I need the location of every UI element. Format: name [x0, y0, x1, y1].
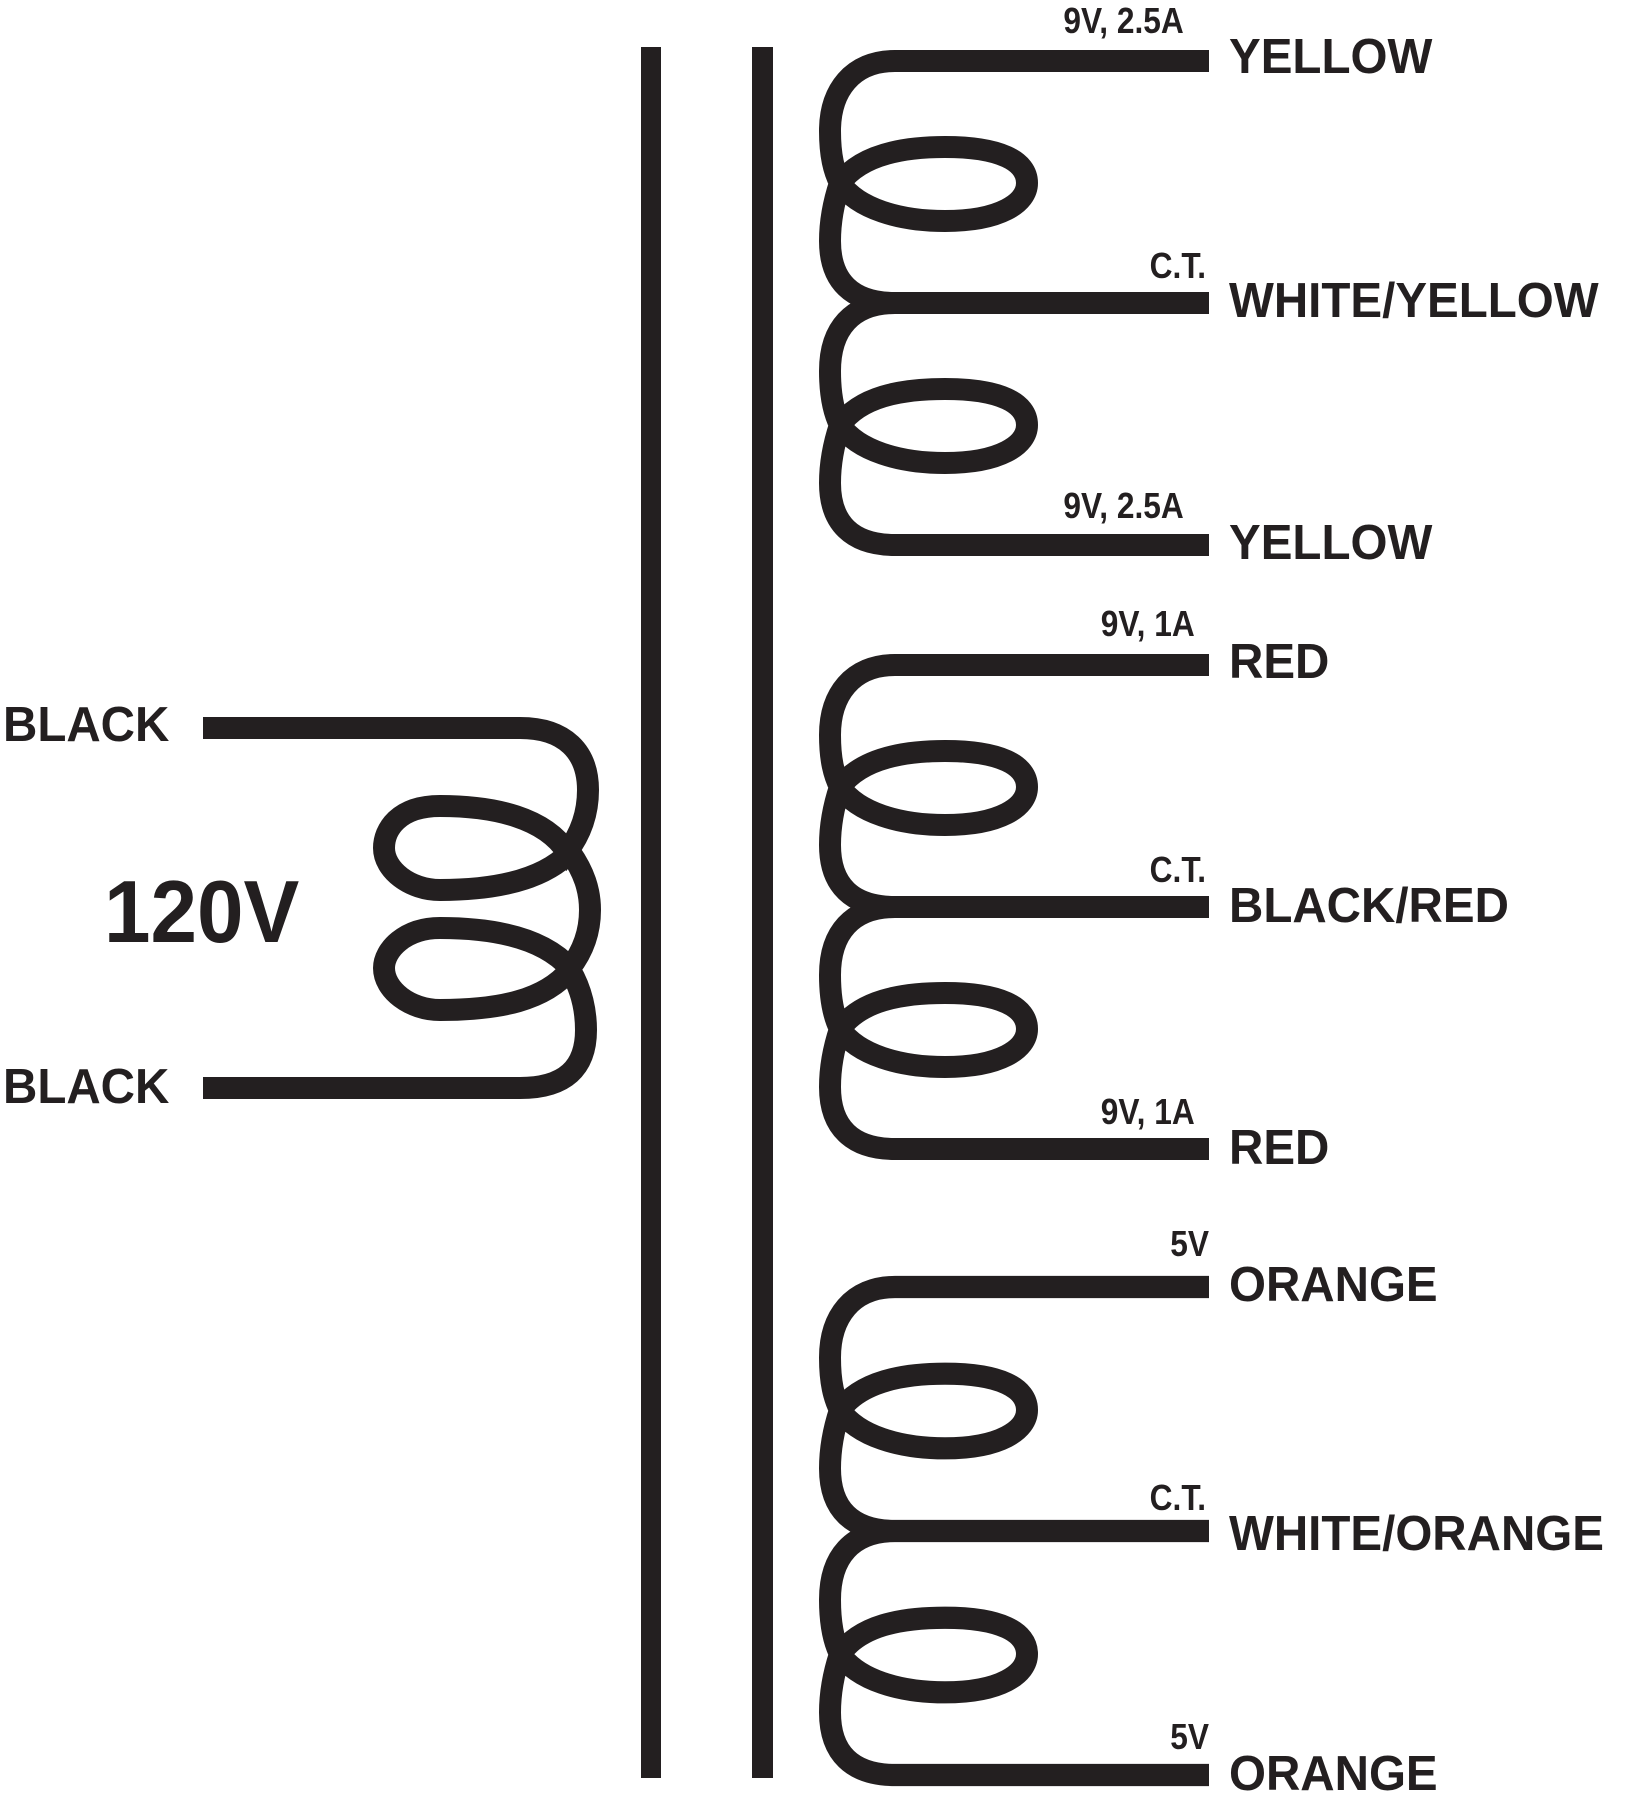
secondary-2-top-lead-label: RED: [1229, 635, 1330, 689]
secondary-3-ct-lead-label: WHITE/ORANGE: [1229, 1507, 1604, 1561]
secondary-winding-1: [818, 50, 1209, 556]
primary-winding: [203, 717, 602, 1099]
secondary-1-bottom-rating: 9V, 2.5A: [1063, 485, 1184, 526]
transformer-core: [641, 47, 773, 1778]
secondary-1-top-rating: 9V, 2.5A: [1063, 0, 1184, 41]
secondary-3-bottom-lead-label: ORANGE: [1229, 1747, 1438, 1801]
secondary-2-ct-lead-label: BLACK/RED: [1229, 879, 1509, 933]
secondary-2-top-rating: 9V, 1A: [1101, 603, 1195, 644]
secondary-1-ct-lead-label: WHITE/YELLOW: [1229, 274, 1599, 328]
secondary-winding-2: [818, 654, 1209, 1160]
secondary-3-top-lead-label: ORANGE: [1229, 1258, 1438, 1312]
core-bar-left: [641, 47, 661, 1778]
secondary-3-ct-rating: C.T.: [1149, 1477, 1206, 1518]
secondary-coil-1-icon: [818, 50, 1209, 556]
primary-lead-bottom-label: BLACK: [3, 1060, 170, 1114]
secondary-winding-3: [818, 1275, 1209, 1787]
primary-voltage-label: 120V: [104, 862, 300, 961]
secondary-2-bottom-rating: 9V, 1A: [1101, 1091, 1195, 1132]
secondary-3-bottom-rating: 5V: [1170, 1716, 1209, 1757]
secondary-2-ct-rating: C.T.: [1149, 849, 1206, 890]
secondary-1-bottom-lead-label: YELLOW: [1229, 516, 1433, 570]
secondary-coil-2-icon: [818, 654, 1209, 1160]
secondary-coil-3-icon: [818, 1275, 1209, 1787]
secondary-3-top-rating: 5V: [1170, 1223, 1209, 1264]
primary-lead-top-label: BLACK: [3, 698, 170, 752]
core-bar-right: [752, 47, 773, 1778]
primary-coil-icon: [203, 717, 602, 1099]
secondary-1-top-lead-label: YELLOW: [1229, 30, 1433, 84]
secondary-1-ct-rating: C.T.: [1149, 245, 1206, 286]
secondary-2-bottom-lead-label: RED: [1229, 1121, 1330, 1175]
